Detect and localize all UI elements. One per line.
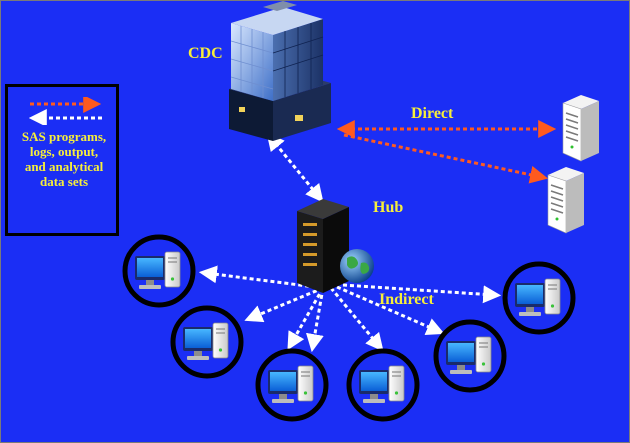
spoke-arrow-7 — [342, 283, 502, 304]
indirect-connections — [198, 265, 502, 353]
spoke-arrow-2 — [244, 286, 324, 323]
spoke-arrow-3 — [287, 287, 325, 351]
desktop-computer-icon — [125, 237, 193, 305]
direct-arrow-bottom — [343, 133, 549, 184]
legend-box: SAS programs, logs, output, and analytic… — [5, 84, 119, 236]
spoke-arrow-6 — [336, 285, 445, 335]
legend-arrows — [28, 97, 102, 125]
desktop-computer-icon — [436, 322, 504, 390]
hub-label: Hub — [373, 199, 404, 216]
server-tower-icon — [547, 166, 585, 234]
globe-icon — [340, 249, 374, 283]
legend-line-3: and analytical — [24, 159, 104, 174]
cdc-hub-arrow — [266, 132, 324, 203]
indirect-label: Indirect — [379, 291, 434, 308]
legend-text: SAS programs, logs, output, and analytic… — [11, 129, 117, 189]
server-rack-icon — [297, 199, 349, 293]
legend-line-2: logs, output, — [29, 144, 99, 159]
direct-label: Direct — [411, 105, 454, 122]
desktop-computer-icon — [349, 351, 417, 419]
spoke-arrow-5 — [329, 287, 384, 352]
legend-line-4: data sets — [39, 174, 89, 189]
desktop-computer-icon — [258, 351, 326, 419]
server-tower-icon — [562, 94, 600, 162]
legend-line-1: SAS programs, — [21, 129, 107, 144]
direct-connections — [336, 120, 557, 184]
cdc-label: CDC — [188, 45, 223, 62]
office-building-icon — [229, 1, 331, 141]
spoke-arrow-1 — [198, 265, 324, 290]
desktop-computer-icon — [173, 308, 241, 376]
desktop-computer-icon — [505, 264, 573, 332]
spoke-arrow-4 — [306, 287, 325, 353]
